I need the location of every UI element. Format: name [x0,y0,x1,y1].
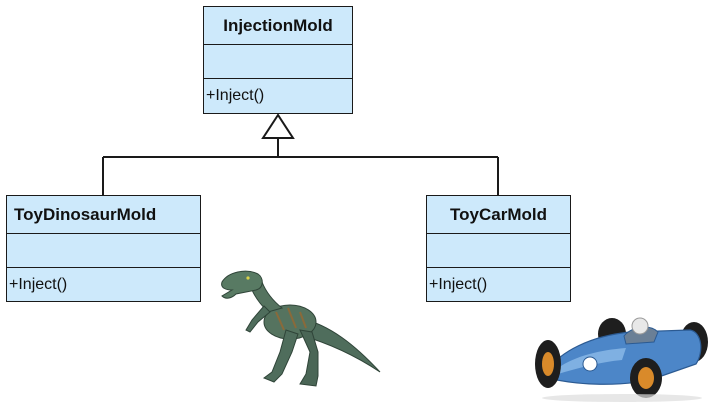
generalization-arrowhead-icon [261,113,295,139]
class-box-toycarmold[interactable]: ToyCarMold +Inject() [426,195,571,302]
class-box-toydinosaurmold[interactable]: ToyDinosaurMold +Inject() [6,195,201,302]
class-name: InjectionMold [204,7,352,45]
class-attributes [427,234,570,268]
dinosaur-icon [221,270,381,387]
class-name: ToyCarMold [427,196,570,234]
class-attributes [204,45,352,79]
class-operations: +Inject() [206,86,265,104]
race-car-icon [535,317,708,402]
class-attributes [7,234,200,268]
class-operations: +Inject() [9,275,68,293]
class-operations: +Inject() [429,275,488,293]
class-box-injectionmold[interactable]: InjectionMold +Inject() [203,6,353,114]
class-name: ToyDinosaurMold [7,196,200,234]
